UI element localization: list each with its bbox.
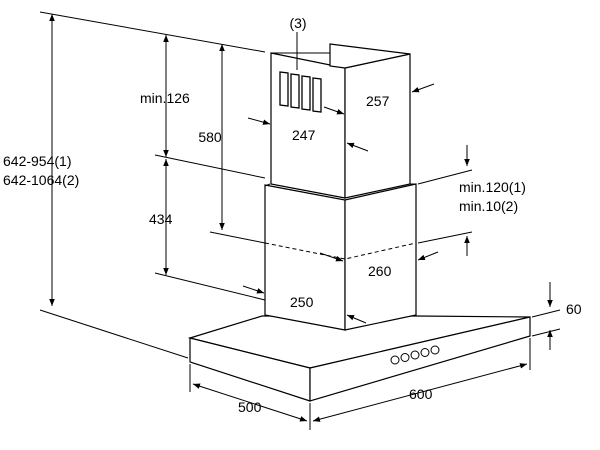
dimension-arrows — [49, 14, 553, 422]
lower-ref-bottom — [154, 272, 266, 301]
control-button — [410, 350, 420, 360]
upper-chimney-side — [344, 53, 411, 199]
lower-ref-top — [154, 154, 266, 179]
arrow-257-right — [411, 83, 435, 93]
label-434: 434 — [149, 211, 173, 227]
control-button — [400, 353, 410, 362]
arrow-247-right — [346, 142, 369, 152]
label-580: 580 — [198, 129, 222, 145]
vent-slot — [312, 77, 322, 113]
ext-120-bottom — [417, 231, 473, 244]
vent-slot — [290, 73, 300, 109]
label-247: 247 — [292, 127, 316, 143]
label-total-height-1: 642-954(1) — [3, 153, 72, 169]
ext-120-top — [417, 169, 473, 185]
arrow-250-right — [346, 314, 367, 324]
arrow-500 — [192, 383, 308, 422]
label-min126: min.126 — [140, 90, 190, 106]
label-500: 500 — [238, 399, 262, 415]
label-257: 257 — [366, 93, 390, 109]
label-min10: min.10(2) — [459, 198, 518, 214]
vent-slot — [301, 75, 311, 111]
arrow-247-left — [247, 117, 271, 125]
ext-60-top — [531, 309, 561, 318]
label-min120: min.120(1) — [459, 179, 526, 195]
upper-chimney — [264, 43, 416, 199]
ext-60-bottom — [531, 328, 561, 337]
vent-slot — [279, 71, 289, 107]
canopy-bottom-line — [39, 309, 189, 359]
arrow-250-left — [242, 285, 265, 294]
arrow-260-right — [417, 251, 439, 261]
joint-left — [264, 183, 271, 187]
lower-chimney-side — [344, 183, 417, 331]
label-callout-3: (3) — [289, 15, 306, 31]
control-button — [420, 348, 430, 357]
arrow-257-left — [323, 106, 345, 115]
canopy — [187, 315, 531, 402]
label-260: 260 — [368, 263, 392, 279]
upper-chimney-front — [270, 52, 346, 199]
arrow-260-left — [319, 252, 344, 262]
control-button — [430, 345, 440, 355]
dimension-labels: (3) min.126 580 434 642-954(1) 642-1064(… — [3, 15, 582, 415]
label-60: 60 — [566, 301, 582, 317]
arrow-600 — [312, 363, 528, 422]
ceiling-line — [39, 11, 266, 53]
extension-lines — [39, 11, 561, 430]
lower-chimney — [264, 183, 417, 331]
vent-slots — [279, 71, 322, 113]
label-250: 250 — [290, 294, 314, 310]
label-total-height-2: 642-1064(2) — [3, 172, 79, 188]
overlap-ref — [209, 231, 266, 244]
label-600: 600 — [409, 386, 433, 402]
